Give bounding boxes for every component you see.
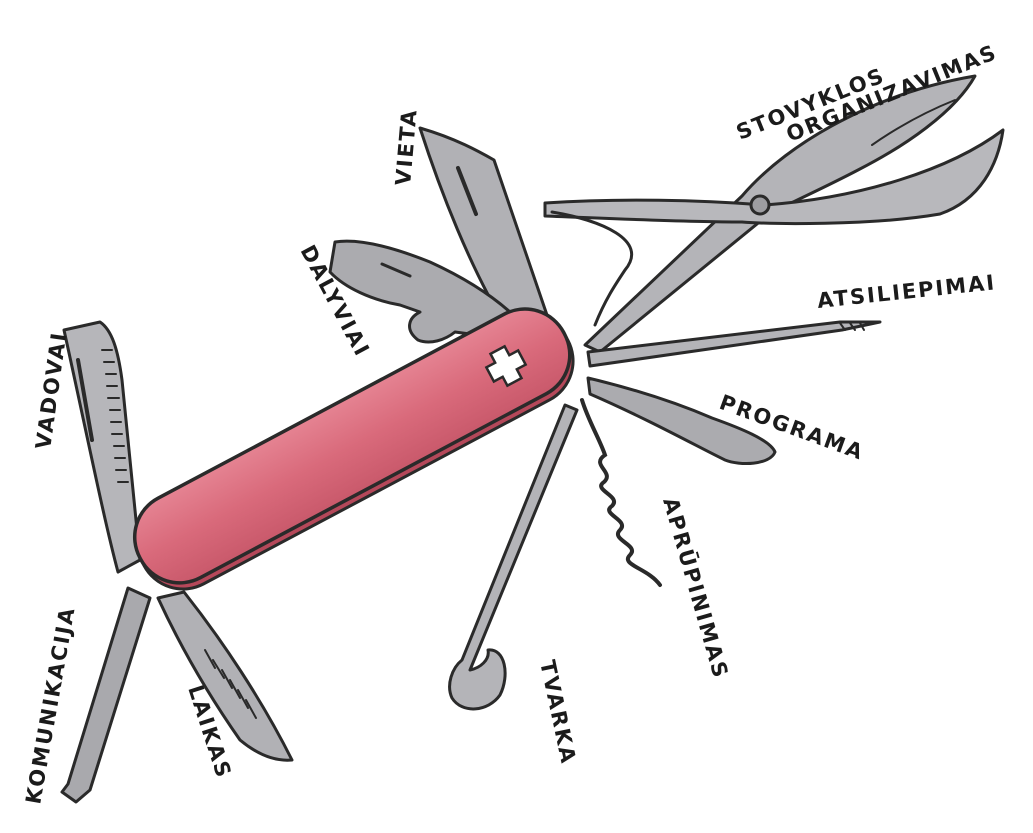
awl-tool: [588, 322, 880, 366]
file-blade: [64, 322, 140, 572]
label-atsiliepimai: ATSILIEPIMAI: [816, 270, 997, 313]
serrated-blade: [158, 592, 292, 760]
label-tvarka: TVARKA: [535, 658, 581, 767]
scissors-pivot: [751, 196, 769, 214]
label-vieta: VIETA: [391, 107, 422, 186]
label-aprupinimas: APRŪPINIMAS: [658, 494, 734, 681]
label-vadovai: VADOVAI: [31, 330, 71, 451]
corkscrew: [582, 400, 660, 585]
